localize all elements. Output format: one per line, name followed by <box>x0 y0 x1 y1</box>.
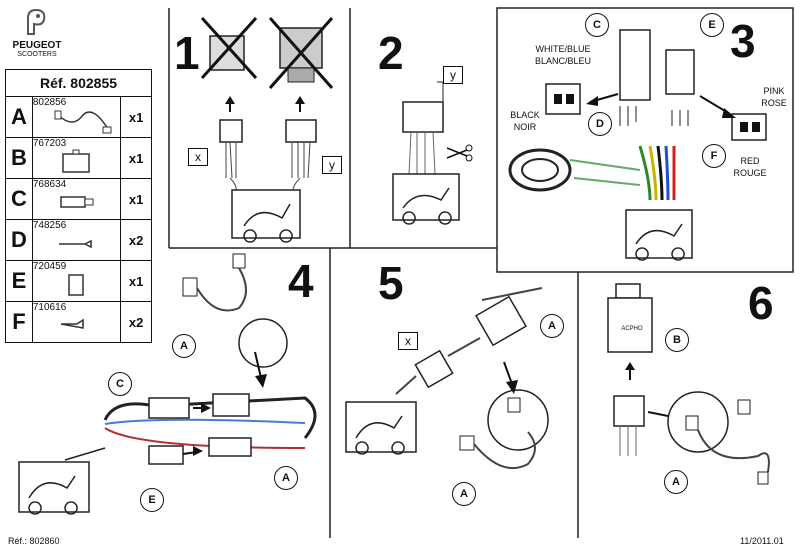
label-black: BLACK <box>510 110 540 120</box>
module-label: ACPHO <box>621 326 643 332</box>
row-qty: x1 <box>120 178 152 220</box>
part-number: 802856 <box>32 97 67 108</box>
step-3-number: 3 <box>730 15 756 67</box>
callout-c: C <box>108 372 132 396</box>
callout-a: A <box>172 334 196 358</box>
step-4-illustration <box>18 253 317 515</box>
label-pink: PINK <box>763 86 785 96</box>
footer-reference: Réf.: 802860 <box>8 536 60 546</box>
part-number: 768634 <box>32 179 67 190</box>
brand-logo <box>20 6 52 38</box>
callout-e: E <box>140 488 164 512</box>
callout-a: A <box>540 314 564 338</box>
reference-title: Réf. 802855 <box>5 69 152 97</box>
row-qty: x1 <box>120 260 152 302</box>
brand-name: PEUGEOT <box>12 40 62 51</box>
step-1-number: 1 <box>174 27 200 79</box>
callout-f: F <box>702 144 726 168</box>
label-x: x <box>188 148 208 166</box>
callout-a: A <box>664 470 688 494</box>
label-blanc-bleu: BLANC/BLEU <box>534 56 592 66</box>
step-6-illustration <box>607 283 770 485</box>
label-rouge: ROUGE <box>733 168 767 178</box>
label-rose: ROSE <box>761 98 787 108</box>
callout-d: D <box>588 112 612 136</box>
label-red: RED <box>740 156 760 166</box>
label-noir: NOIR <box>513 122 537 132</box>
housing-e-icon <box>68 274 84 296</box>
terminal-f-icon <box>60 318 84 329</box>
connector-c-icon <box>60 196 94 208</box>
step-5-number: 5 <box>378 257 404 309</box>
part-number: 720459 <box>32 261 67 272</box>
callout-b: B <box>665 328 689 352</box>
footer-date: 11/2011.01 <box>740 536 784 546</box>
part-number: 748256 <box>32 220 67 231</box>
row-letter: E <box>5 260 33 302</box>
step-6-number: 6 <box>748 277 774 329</box>
step-4-number: 4 <box>288 255 314 307</box>
row-letter: C <box>5 178 33 220</box>
label-y: y <box>322 156 342 174</box>
label-y: y <box>443 66 463 84</box>
terminal-d-icon <box>58 239 92 249</box>
step-3-illustration <box>508 29 767 261</box>
row-qty: x1 <box>120 137 152 179</box>
row-qty: x2 <box>120 301 152 343</box>
callout-e: E <box>700 13 724 37</box>
step-1-illustration <box>200 16 334 243</box>
module-part-icon <box>62 149 90 173</box>
label-white-blue: WHITE/BLUE <box>535 44 591 54</box>
part-number: 710616 <box>32 302 67 313</box>
harness-part-icon <box>54 110 112 134</box>
step-5-illustration <box>345 287 549 469</box>
callout-c: C <box>585 13 609 37</box>
row-letter: B <box>5 137 33 179</box>
callout-a: A <box>274 466 298 490</box>
brand-sub: SCOOTERS <box>17 51 57 58</box>
row-qty: x1 <box>120 96 152 138</box>
label-x: x <box>398 332 418 350</box>
callout-a: A <box>452 482 476 506</box>
step-2-number: 2 <box>378 27 404 79</box>
part-number: 767203 <box>32 138 67 149</box>
step-2-illustration <box>392 81 473 225</box>
